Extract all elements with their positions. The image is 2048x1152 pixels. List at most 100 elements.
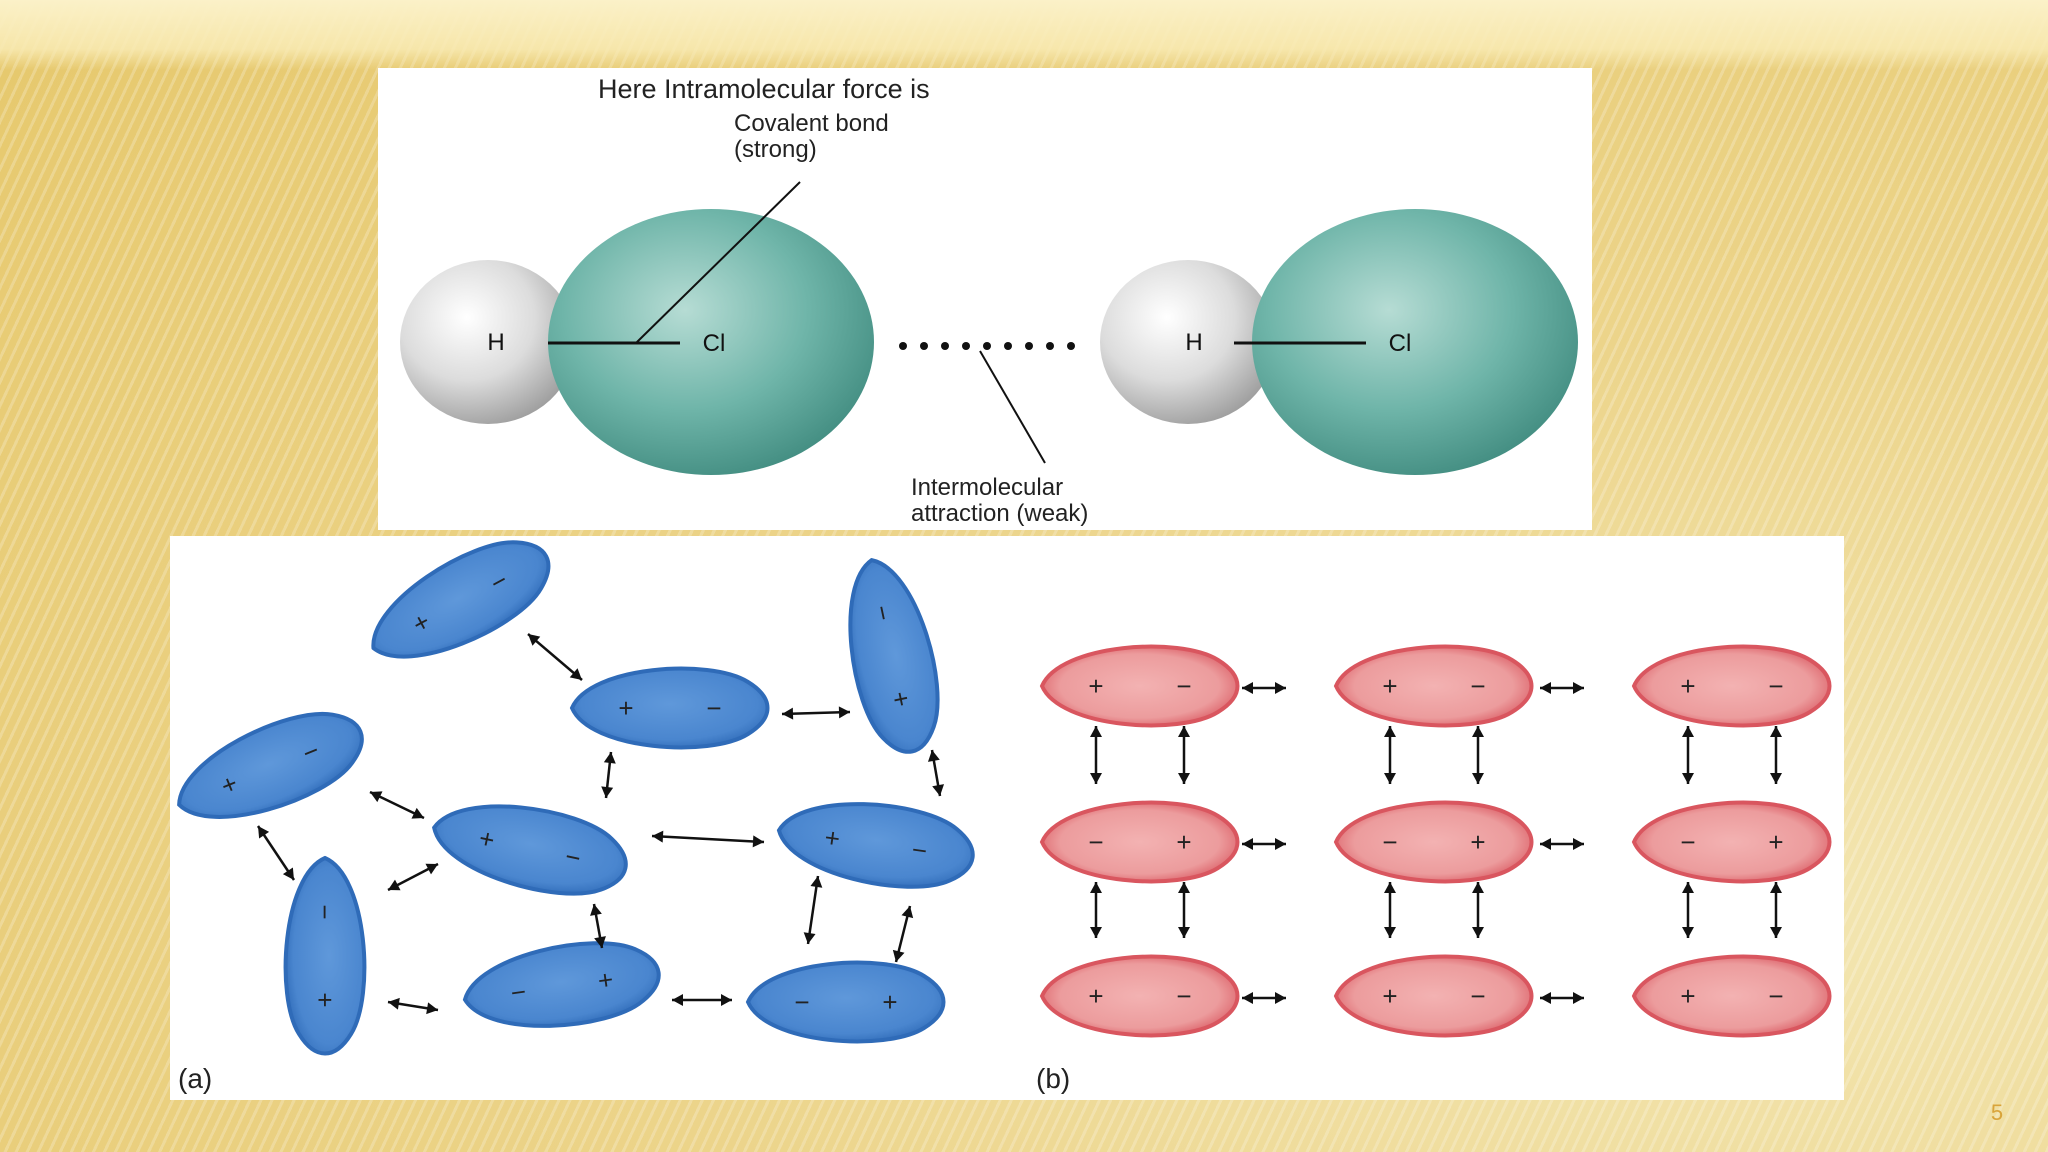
atom-label-h-1: H bbox=[487, 329, 504, 356]
interaction-arrow bbox=[927, 749, 945, 797]
interaction-arrow bbox=[1682, 726, 1694, 784]
dipole-a-7: −+ bbox=[283, 855, 367, 1056]
charge-sign: + bbox=[1680, 671, 1695, 701]
dipole-a-9: −+ bbox=[745, 960, 946, 1044]
charge-sign: − bbox=[794, 987, 809, 1017]
charge-sign: − bbox=[1768, 981, 1783, 1011]
chlorine-atom-1 bbox=[548, 209, 874, 475]
ordered-dipoles-group: +−+−+−−+−+−++−+−+− bbox=[1039, 644, 1832, 1038]
charge-sign: + bbox=[1088, 671, 1103, 701]
dipole-molecule-shape bbox=[1631, 800, 1832, 884]
interaction-arrow bbox=[1770, 726, 1782, 784]
covalent-bond-label: Covalent bond bbox=[734, 110, 889, 137]
dipole-a-8: −+ bbox=[462, 941, 661, 1028]
interaction-arrow bbox=[1090, 726, 1102, 784]
dipole-molecule-shape bbox=[1039, 954, 1240, 1038]
dipole-molecule-shape bbox=[848, 558, 940, 754]
slide-top-band bbox=[0, 0, 2048, 70]
interaction-arrow bbox=[590, 903, 606, 949]
dipole-diagram-panel: +−+−−++−+−+−−+−+−+ +−+−+−−+−+−++−+−+− (a… bbox=[170, 536, 1844, 1100]
interaction-arrow bbox=[387, 862, 439, 892]
interaction-arrow bbox=[1472, 882, 1484, 938]
interaction-arrow bbox=[1178, 882, 1190, 938]
dipole-b-1: +− bbox=[1039, 644, 1240, 728]
charge-sign: + bbox=[596, 964, 615, 996]
dipole-molecule-shape bbox=[569, 666, 770, 750]
dipole-b-8: +− bbox=[1333, 954, 1534, 1038]
interaction-arrow bbox=[387, 997, 439, 1015]
charge-sign: + bbox=[882, 987, 897, 1017]
interaction-arrow bbox=[1472, 726, 1484, 784]
charge-sign: − bbox=[910, 834, 929, 866]
atom-label-cl-1: Cl bbox=[703, 330, 726, 357]
dipole-molecule-shape bbox=[1039, 644, 1240, 728]
dipole-a-3: −+ bbox=[848, 558, 940, 754]
charge-sign: + bbox=[1382, 671, 1397, 701]
charge-sign: − bbox=[1088, 827, 1103, 857]
interaction-arrow bbox=[1540, 682, 1584, 694]
intermolecular-pointer-line bbox=[979, 350, 1046, 464]
charge-sign: + bbox=[1176, 827, 1191, 857]
dipole-molecule-shape bbox=[776, 802, 975, 889]
charge-sign: − bbox=[1382, 827, 1397, 857]
random-dipoles-group: +−+−−++−+−+−−+−+−+ bbox=[177, 540, 975, 1056]
interaction-arrow bbox=[1242, 992, 1286, 1004]
charge-sign: + bbox=[310, 992, 340, 1007]
charge-sign: + bbox=[1680, 981, 1695, 1011]
interaction-arrow bbox=[1540, 992, 1584, 1004]
charge-sign: − bbox=[1470, 981, 1485, 1011]
dipole-molecule-shape bbox=[1631, 954, 1832, 1038]
hcl-diagram: H Cl H Cl Here Intramolecular force is C… bbox=[400, 74, 1578, 527]
interaction-arrow bbox=[1384, 726, 1396, 784]
dipole-molecule-shape bbox=[1333, 800, 1534, 884]
charge-sign: + bbox=[1470, 827, 1485, 857]
dipole-a-6: +− bbox=[776, 802, 975, 889]
interaction-arrow bbox=[672, 994, 732, 1006]
dipole-b-7: +− bbox=[1039, 954, 1240, 1038]
panel-label-b: (b) bbox=[1036, 1063, 1070, 1094]
dipole-b-4: −+ bbox=[1039, 800, 1240, 884]
hydrogen-atom-2 bbox=[1100, 260, 1276, 424]
atom-label-cl-2: Cl bbox=[1389, 330, 1412, 357]
dipole-molecule-shape bbox=[1631, 644, 1832, 728]
charge-sign: − bbox=[509, 976, 528, 1008]
charge-sign: − bbox=[1176, 671, 1191, 701]
dipole-molecule-shape bbox=[745, 960, 946, 1044]
charge-sign: − bbox=[706, 693, 721, 723]
charge-sign: − bbox=[310, 904, 340, 919]
charge-sign: + bbox=[1382, 981, 1397, 1011]
charge-sign: + bbox=[618, 693, 633, 723]
charge-sign: − bbox=[1470, 671, 1485, 701]
interaction-arrow bbox=[892, 905, 914, 963]
dipole-a-4: +− bbox=[177, 711, 364, 819]
interaction-arrow bbox=[601, 751, 616, 799]
dipole-b-9: +− bbox=[1631, 954, 1832, 1038]
hcl-diagram-panel: H Cl H Cl Here Intramolecular force is C… bbox=[378, 68, 1592, 530]
interaction-arrow bbox=[1384, 882, 1396, 938]
panel-label-a: (a) bbox=[178, 1063, 212, 1094]
interaction-arrow bbox=[1242, 682, 1286, 694]
dipole-molecule-shape bbox=[283, 855, 367, 1056]
slide-number: 5 bbox=[1990, 1100, 2004, 1125]
intermolecular-dots bbox=[899, 342, 1075, 350]
charge-sign: − bbox=[867, 602, 900, 623]
charge-sign: + bbox=[476, 823, 497, 856]
dipole-molecule-shape bbox=[432, 804, 628, 896]
dipole-molecule-shape bbox=[1039, 800, 1240, 884]
interaction-arrow bbox=[1090, 882, 1102, 938]
dipole-a-1: +− bbox=[371, 540, 551, 659]
interaction-arrow bbox=[803, 875, 823, 945]
atom-label-h-2: H bbox=[1185, 329, 1202, 356]
intermolecular-label: Intermolecular bbox=[911, 474, 1063, 501]
interaction-arrow bbox=[1242, 838, 1286, 850]
charge-sign: + bbox=[1088, 981, 1103, 1011]
dipole-b-5: −+ bbox=[1333, 800, 1534, 884]
covalent-pointer-line bbox=[635, 181, 801, 344]
interaction-arrow bbox=[1682, 882, 1694, 938]
interaction-arrow bbox=[1770, 882, 1782, 938]
intermolecular-strength-label: attraction (weak) bbox=[911, 500, 1088, 527]
interaction-arrow bbox=[527, 633, 583, 681]
dipole-molecule-shape bbox=[371, 540, 551, 659]
dipole-b-6: −+ bbox=[1631, 800, 1832, 884]
dipole-b-3: +− bbox=[1631, 644, 1832, 728]
